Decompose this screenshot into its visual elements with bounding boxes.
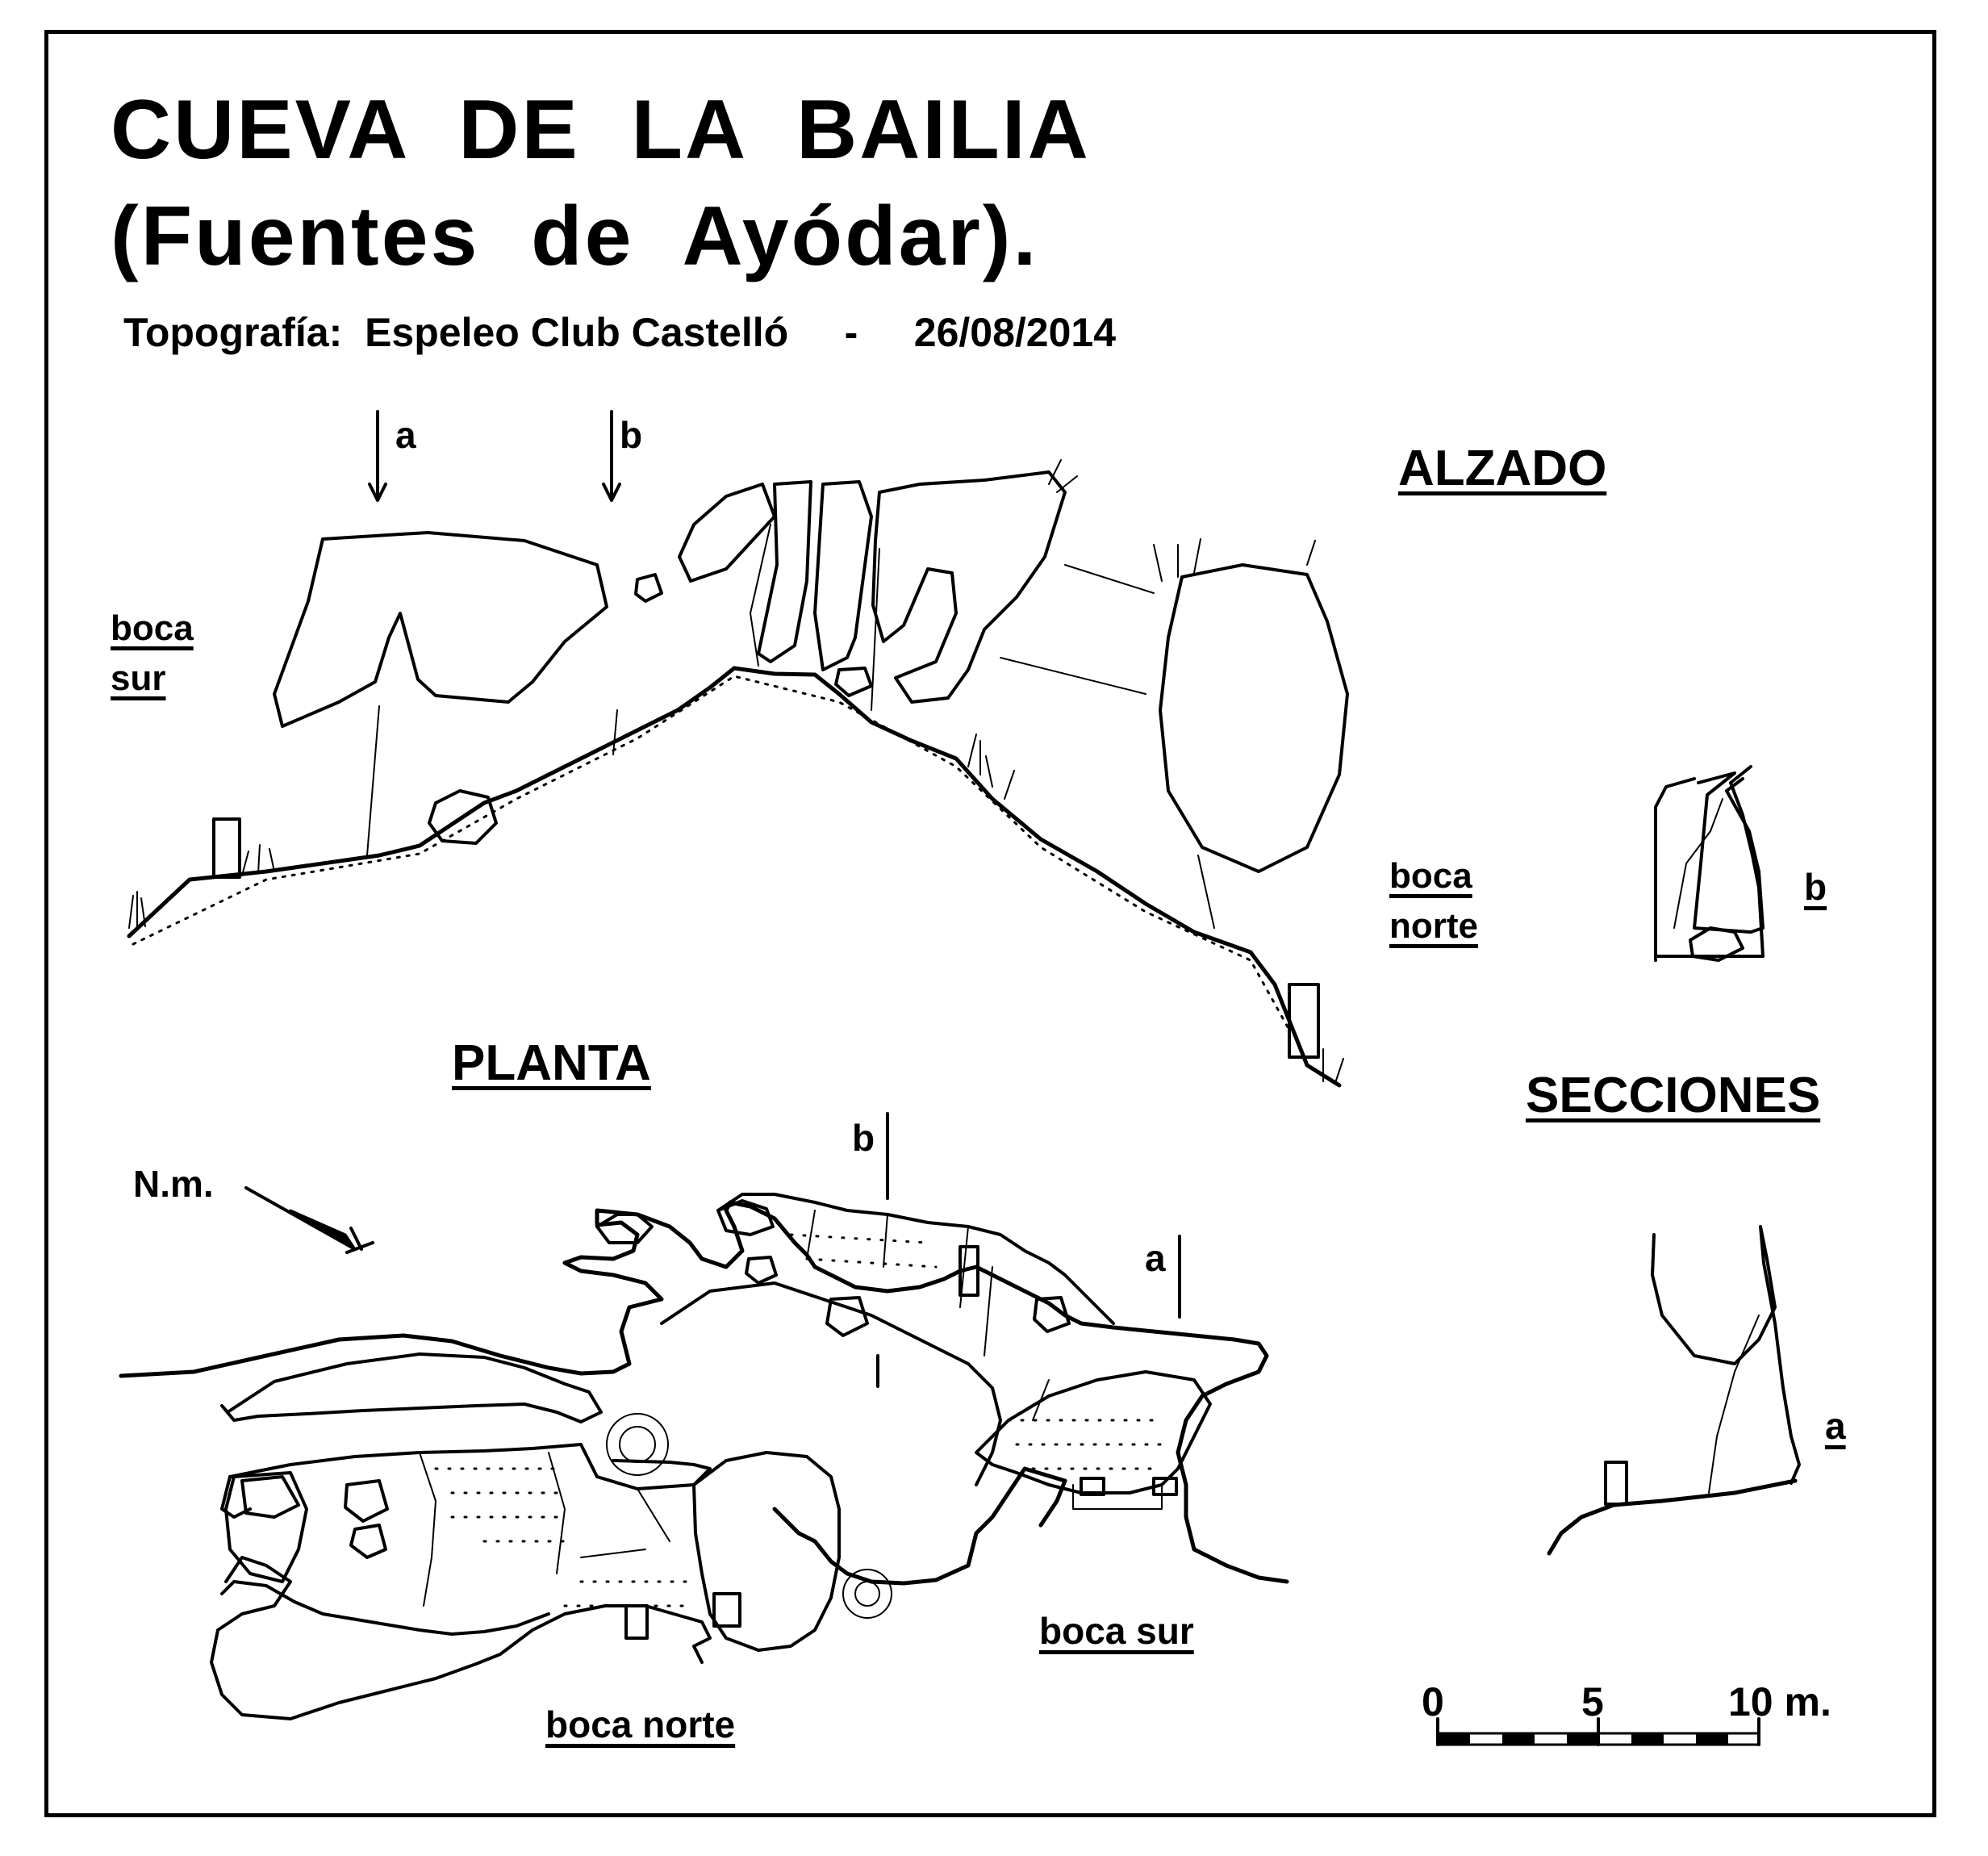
plan-formation-1: [606, 1413, 669, 1476]
map-title: CUEVA DE LA BAILIA (Fuentes de Ayódar).: [111, 77, 1091, 290]
credits-label: Topografía:: [123, 310, 343, 355]
elevation-boca-sur-line2: sur: [111, 658, 166, 698]
section-a-outline: [1651, 1225, 1801, 1485]
plan-stone-wall-3: [712, 1592, 741, 1628]
section-b-outline: [1693, 771, 1765, 934]
elevation-boca-norte-line1: boca: [1389, 856, 1472, 896]
elevation-central-shaft-2: [757, 480, 812, 663]
plan-view: [119, 1112, 1289, 1720]
scale-label-5: 5: [1581, 1679, 1604, 1724]
plan-northwest-block: [224, 1471, 308, 1583]
section-a-stone-wall: [1604, 1461, 1628, 1506]
title-line-2: (Fuentes de Ayódar).: [111, 190, 1039, 283]
section-b-interior-line: [1673, 798, 1723, 929]
plan-boulder-5: [1033, 1296, 1071, 1333]
elevation-stone-wall-north: [1288, 983, 1320, 1059]
section-b-label: b: [1804, 866, 1827, 908]
elevation-north-gallery: [871, 470, 1067, 704]
plan-boulder-3: [349, 1524, 387, 1559]
plan-formation-2: [619, 1426, 656, 1463]
elevation-boca-norte-label: boca norte: [1389, 851, 1478, 951]
elevation-boca-sur-label: boca sur: [111, 604, 194, 704]
plan-west-upper-gallery: [220, 1352, 603, 1423]
credits-separator: -: [844, 310, 858, 355]
survey-credits: Topografía: Espeleo Club Castelló - 26/0…: [123, 309, 1116, 356]
secciones-heading: SECCIONES: [1526, 1068, 1821, 1123]
plan-stone-wall-1: [958, 1245, 979, 1297]
sections-view: [1547, 765, 1801, 1556]
plan-central-passage: [660, 1281, 1002, 1486]
plan-boca-sur-label: boca sur: [1039, 1610, 1194, 1652]
scale-bar-icon: [1436, 1717, 1760, 1746]
planta-heading: PLANTA: [452, 1035, 651, 1091]
elevation-section-b-letter: b: [620, 414, 643, 456]
plan-north-passage-1: [595, 1213, 654, 1244]
section-a-interior-line: [1708, 1315, 1760, 1494]
plan-stone-wall-2: [624, 1604, 649, 1640]
section-a-label: a: [1825, 1405, 1846, 1447]
section-b-shape: [1654, 765, 1765, 958]
elevation-boulder-2: [834, 667, 873, 697]
elevation-view: [127, 410, 1349, 1088]
plan-boca-norte-label: boca norte: [545, 1703, 736, 1745]
credits-date: 26/08/2014: [913, 310, 1117, 355]
plan-boulder-1: [240, 1475, 300, 1519]
plan-stone-wall-4: [1080, 1477, 1105, 1496]
plan-cave-outline: [119, 1200, 1289, 1584]
plan-formation-3: [842, 1569, 892, 1619]
credits-author: Espeleo Club Castelló: [365, 310, 789, 355]
elevation-section-a-letter: a: [395, 414, 416, 456]
plan-east-chamber: [975, 1370, 1212, 1494]
plan-section-a-letter: a: [1145, 1237, 1166, 1279]
plan-section-b-letter: b: [852, 1117, 875, 1159]
north-arrow-icon: [244, 1186, 374, 1254]
plan-chamber-dividers: [419, 1210, 1163, 1607]
elevation-south-chamber: [273, 531, 608, 728]
elevation-survey-lines: [366, 524, 1215, 929]
section-a-floor: [1547, 1478, 1798, 1556]
elevation-stone-wall-south: [212, 817, 241, 879]
elevation-central-shaft-3: [813, 480, 873, 671]
alzado-heading: ALZADO: [1398, 441, 1607, 496]
title-line-1: CUEVA DE LA BAILIA: [111, 83, 1091, 177]
plan-boca-norte-chamber: [220, 1580, 550, 1636]
elevation-section-b-arrow: [602, 410, 621, 502]
scale-label-0: 0: [1422, 1679, 1444, 1724]
elevation-section-a-arrow: [368, 410, 387, 502]
elevation-boulder-1: [428, 789, 498, 845]
elevation-floor-stipple: [132, 675, 1293, 1035]
plan-north-passage-2: [716, 1199, 775, 1236]
elevation-boca-sur-line1: boca: [111, 608, 194, 648]
plan-section-b-marker: [876, 1112, 889, 1388]
plan-formation-4: [854, 1581, 880, 1607]
plan-boulder-4: [825, 1296, 869, 1337]
map-frame: [44, 30, 1936, 1817]
elevation-north-chamber: [1159, 563, 1349, 873]
plan-boulder-2: [344, 1479, 389, 1523]
plan-stone-wall-5: [1152, 1477, 1178, 1496]
plan-central-loop: [692, 1451, 841, 1652]
section-b-boulder: [1689, 926, 1744, 962]
elevation-small-passage: [634, 573, 663, 603]
elevation-ground-profile: [127, 666, 1342, 1088]
plan-cave-outline-south: [772, 1466, 1067, 1586]
elevation-boca-norte-line2: norte: [1389, 906, 1478, 946]
plan-top-chambers: [716, 1193, 1115, 1325]
scale-label-10: 10 m.: [1728, 1679, 1831, 1724]
elevation-central-shaft-1: [678, 483, 776, 583]
elevation-grass-tufts: [128, 459, 1344, 1084]
plan-west-lower-gallery: [210, 1556, 712, 1720]
plan-sediment-stipple: [434, 1233, 1172, 1607]
north-label: N.m.: [133, 1163, 214, 1205]
plan-boulder-6: [745, 1256, 778, 1285]
